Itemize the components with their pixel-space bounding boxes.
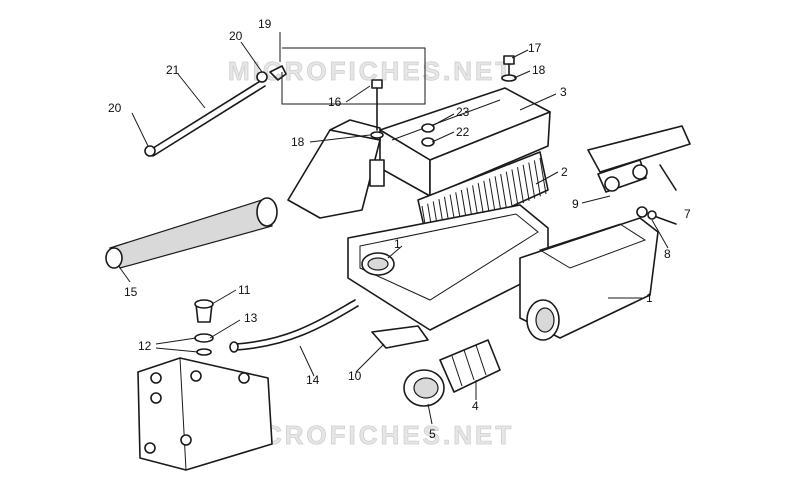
callout-numbers: 21 20 19 20 16 18 17 18 3 23 22 2 9 7 8 … [108, 17, 691, 441]
filter-pleat [528, 162, 536, 199]
callout-3: 3 [560, 85, 567, 99]
callout-21: 21 [166, 63, 180, 77]
grommets-22-23 [421, 123, 435, 147]
callout-15: 15 [124, 285, 138, 299]
callout-4: 4 [472, 399, 479, 413]
drain-plug-11 [194, 299, 214, 356]
drain-hose-14 [229, 299, 359, 353]
intake-duct-1 [519, 217, 659, 341]
callout-16: 16 [328, 95, 342, 109]
callout-7: 7 [684, 207, 691, 221]
filter-pleat [511, 169, 519, 206]
rubber-boot-4 [439, 339, 501, 393]
filter-pleat [505, 171, 513, 208]
bolt-7 [636, 206, 677, 225]
clamp-ring-5 [403, 369, 445, 407]
callout-22: 22 [456, 125, 470, 139]
leader-lines [119, 32, 669, 425]
callout-18-left: 18 [291, 135, 305, 149]
callout-23: 23 [456, 105, 470, 119]
callout-18-right: 18 [532, 63, 546, 77]
breather-hose-21 [144, 65, 287, 157]
bolt-17 [501, 55, 517, 82]
filter-pleat [533, 160, 541, 197]
filter-pleat [539, 157, 547, 195]
callout-17: 17 [528, 41, 542, 55]
callout-1-right: 1 [646, 291, 653, 305]
callout-12: 12 [138, 339, 152, 353]
reservoir-tank [137, 357, 273, 471]
callout-10: 10 [348, 369, 362, 383]
filter-pleat [517, 167, 525, 204]
callout-14: 14 [306, 373, 320, 387]
gasket-10 [371, 325, 429, 349]
callout-20-top: 20 [229, 29, 243, 43]
callout-9: 9 [572, 197, 579, 211]
callout-5: 5 [429, 427, 436, 441]
filter-pleat [500, 173, 508, 211]
foam-sleeve-15 [105, 197, 278, 269]
callout-19: 19 [258, 17, 272, 31]
frame-tube [587, 125, 691, 193]
filter-pleat [522, 164, 530, 201]
watermark-bottom: MICROFICHES.NET [228, 420, 514, 450]
filter-pleat [488, 178, 496, 215]
callout-20-left: 20 [108, 101, 122, 115]
callout-8: 8 [664, 247, 671, 261]
callout-13: 13 [244, 311, 258, 325]
bolt-16 [369, 79, 385, 187]
callout-11: 11 [238, 283, 251, 297]
watermark-top: MICROFICHES.NET [228, 56, 514, 86]
airbox-body-1 [347, 204, 549, 331]
filter-pleat [494, 176, 502, 213]
callout-2: 2 [561, 165, 568, 179]
callout-1-left: 1 [394, 237, 401, 251]
